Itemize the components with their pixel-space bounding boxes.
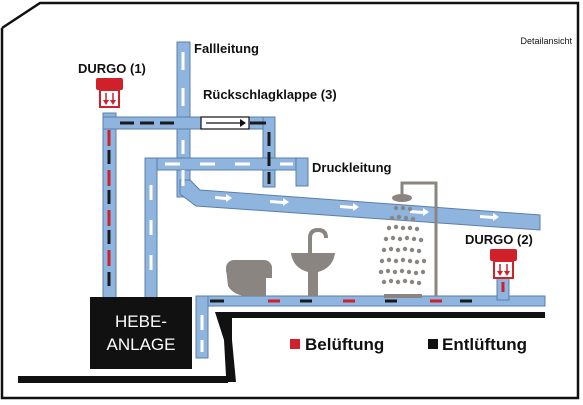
floor-line-lower [18, 376, 228, 383]
main-sloped-pipe [179, 179, 541, 231]
label-rueckschlagklappe: Rückschlagklappe (3) [203, 87, 337, 102]
shower-water-drops [378, 205, 427, 286]
legend-label-belueftung: Belüftung [305, 335, 384, 354]
toilet-icon [226, 260, 272, 296]
sink-icon [291, 227, 335, 296]
label-druckleitung: Druckleitung [312, 160, 392, 175]
pressure-pipe-right-drop [295, 157, 309, 187]
legend: Belüftung Entlüftung [290, 335, 527, 354]
detail-label: Detailansicht [520, 36, 572, 46]
durgo-valve-2-icon [490, 249, 517, 279]
vent-dashes [107, 121, 505, 303]
flow-arrows [215, 194, 499, 221]
legend-swatch-entlueftung [428, 339, 438, 349]
pipe-network [102, 41, 546, 359]
hebeanlage-line1: HEBE- [115, 312, 167, 331]
floor-pipe [199, 295, 546, 307]
label-durgo-2: DURGO (2) [465, 232, 533, 247]
legend-label-entlueftung: Entlüftung [442, 335, 527, 354]
label-durgo-1: DURGO (1) [78, 61, 146, 76]
hebeanlage-line2: ANLAGE [107, 335, 176, 354]
label-fallleitung: Fallleitung [194, 41, 259, 56]
check-valve-icon [200, 116, 250, 130]
shower-icon [378, 181, 438, 298]
legend-swatch-belueftung [290, 339, 300, 349]
flow-dashes [149, 52, 293, 352]
hebeanlage-unit: HEBE- ANLAGE [90, 297, 192, 369]
durgo-valve-icon [96, 78, 123, 108]
